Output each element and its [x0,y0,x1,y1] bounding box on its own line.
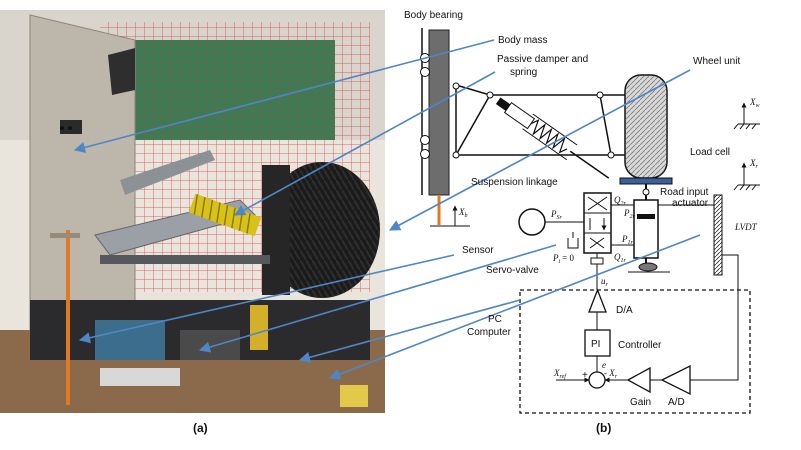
arrow-servo-valve [198,244,557,353]
label-xref: Xref [553,368,567,380]
label-gain: Gain [630,397,651,408]
label-damper-line1: Passive damper and [497,54,588,65]
arrow-pc [298,299,521,363]
label-pt: Pt= 0 [552,253,574,265]
pi-controller-box [584,329,611,357]
caption-a: (a) [193,421,208,435]
label-p1r: P1r [621,234,634,246]
label-sensor: Sensor [462,245,494,256]
label-pi: PI [591,339,600,350]
label-da: D/A [616,305,633,316]
label-road-input-2: actuator [672,198,709,209]
load-cell [619,177,673,185]
label-suspension-linkage: Suspension linkage [471,177,558,188]
caption-b: (b) [596,421,611,435]
connector-arrows [73,39,701,380]
arrow-body-mass [73,39,495,153]
label-pc-2: Computer [467,327,512,338]
arrow-wheel-unit [389,69,691,231]
label-damper-line2: spring [510,67,537,78]
label-ad: A/D [668,397,685,408]
label-body-bearing: Body bearing [404,10,463,21]
label-lvdt: LVDT [734,222,758,232]
label-psr: PSr [550,209,563,221]
lvdt-sensor [713,194,723,276]
schematic [420,28,760,414]
road-input-actuator [633,199,659,259]
test-rig-photo [0,10,385,413]
label-xw: Xw [749,97,760,109]
label-xb: Xb [458,207,468,219]
damper-spring [495,97,610,179]
arrow-actuator [328,234,701,380]
summing-junction [588,371,606,389]
label-road-input-1: Road input [660,187,709,198]
servo-valve [583,192,612,254]
label-controller: Controller [618,340,662,351]
label-wheel-unit: Wheel unit [693,56,740,67]
arrow-damper [234,71,496,216]
schematic-labels: Body bearing Body mass Passive damper an… [404,10,760,408]
label-servo-valve: Servo-valve [486,265,539,276]
label-body-mass: Body mass [498,35,547,46]
label-plus: + [582,370,588,381]
label-minus-xr: - Xr [604,368,618,380]
pc-computer-box [519,289,751,414]
label-q1r: Q1r [614,252,627,264]
label-p2r: P2r [623,208,636,220]
label-q2r: Q2r [614,195,627,207]
arrow-sensor [78,254,455,344]
label-e: e [602,360,606,370]
label-pc-1: PC [488,314,502,325]
label-ur: ur [601,276,609,288]
suspension-linkage [455,84,625,156]
label-xr: Xr [749,158,759,170]
label-load-cell: Load cell [690,147,730,158]
